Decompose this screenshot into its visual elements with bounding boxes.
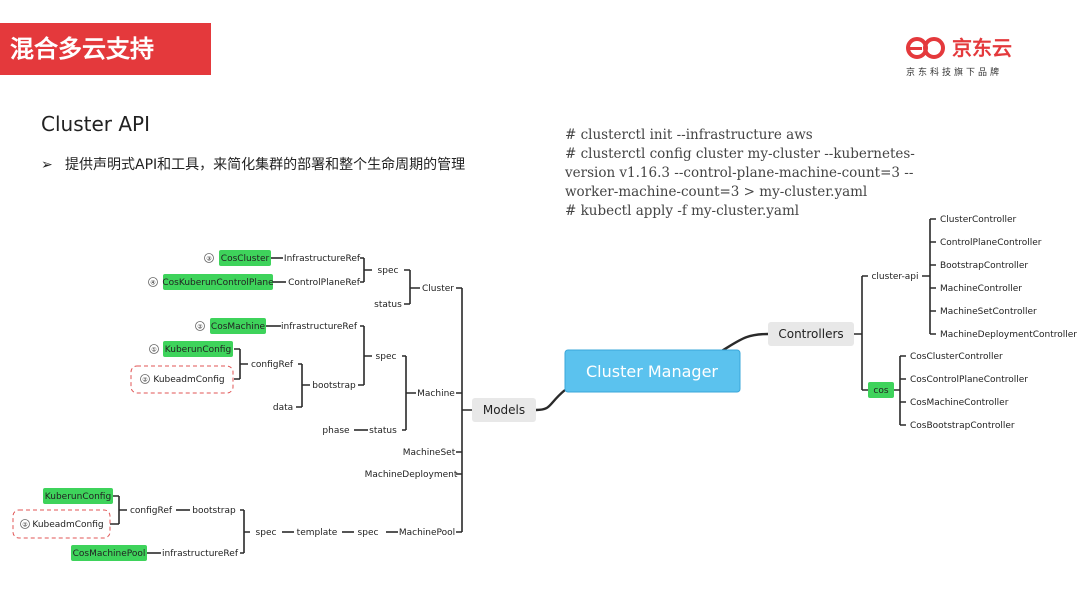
- machinepool-spec-node[interactable]: spec: [358, 528, 379, 538]
- control-plane-ref-node[interactable]: ControlPlaneRef: [288, 278, 361, 288]
- model-labels: Cluster spec status InfrastructureRef Co…: [130, 254, 458, 559]
- mp-kubeadm-config-node[interactable]: KubeadmConfig ②: [12, 509, 111, 539]
- machinepool-node[interactable]: MachinePool: [399, 528, 455, 538]
- machine-phase-node[interactable]: phase: [322, 426, 350, 436]
- cos-kcp-label: CosKuberunControlPlane: [162, 278, 274, 288]
- page-title: 混合多云支持: [0, 23, 211, 75]
- cos-machinepool-label: CosMachinePool: [73, 549, 146, 559]
- controllers-node[interactable]: Controllers: [768, 322, 854, 346]
- cluster-manager-label: Cluster Manager: [586, 362, 718, 381]
- cluster-controller-node[interactable]: ClusterController: [940, 215, 1017, 225]
- section-heading: Cluster API: [41, 112, 150, 136]
- code-line: # clusterctl init --infrastructure aws: [565, 127, 813, 143]
- infrastructure-ref-node[interactable]: InfrastructureRef: [284, 254, 361, 264]
- code-line: version v1.16.3 --control-plane-machine-…: [565, 165, 914, 181]
- kubeadm-config-node[interactable]: KubeadmConfig ②: [130, 365, 234, 394]
- logo-subtitle: 京东科技旗下品牌: [906, 68, 1003, 78]
- cos-machinepool-node[interactable]: CosMachinePool: [71, 545, 147, 561]
- kubeadm-config-label: KubeadmConfig: [153, 375, 224, 385]
- cluster-status-node[interactable]: status: [374, 300, 402, 310]
- machinedeployment-node[interactable]: MachineDeployment: [365, 470, 458, 480]
- code-line: worker-machine-count=3 > my-cluster.yaml: [565, 184, 868, 200]
- priority-badge: ④: [150, 280, 155, 287]
- control-plane-controller-node[interactable]: ControlPlaneController: [940, 238, 1042, 248]
- machinepool-configref-node[interactable]: configRef: [130, 506, 173, 516]
- machine-controller-node[interactable]: MachineController: [940, 284, 1022, 294]
- priority-badge: ②: [142, 377, 148, 384]
- cos-bootstrap-controller-node[interactable]: CosBootstrapController: [910, 421, 1015, 431]
- bullet-text: 提供声明式API和工具，来简化集群的部署和整个生命周期的管理: [65, 157, 466, 173]
- mp-kuberun-config-label: KuberunConfig: [45, 492, 111, 502]
- cos-control-plane-controller-node[interactable]: CosControlPlaneController: [910, 375, 1028, 385]
- mp-kuberun-config-node[interactable]: KuberunConfig: [43, 488, 113, 504]
- bullet-point: ➢ 提供声明式API和工具，来简化集群的部署和整个生命周期的管理: [41, 154, 465, 174]
- machine-node[interactable]: Machine: [417, 389, 455, 399]
- connector-lines: [110, 218, 936, 554]
- machine-data-node[interactable]: data: [273, 403, 293, 413]
- machineset-node[interactable]: MachineSet: [403, 448, 456, 458]
- cos-cluster-controller-node[interactable]: CosClusterController: [910, 352, 1003, 362]
- cos-node[interactable]: cos: [868, 382, 894, 398]
- kuberun-config-node[interactable]: KuberunConfig ①: [149, 341, 234, 357]
- cos-cluster-node[interactable]: CosCluster ③: [204, 250, 272, 266]
- cos-machine-controller-node[interactable]: CosMachineController: [910, 398, 1009, 408]
- cluster-spec-node[interactable]: spec: [378, 266, 399, 276]
- cluster-api-node[interactable]: cluster-api: [871, 272, 918, 282]
- code-block: # clusterctl init --infrastructure aws # …: [565, 126, 915, 221]
- machinepool-spec2-node[interactable]: spec: [256, 528, 277, 538]
- priority-badge: ②: [22, 522, 28, 529]
- machinepool-template-node[interactable]: template: [297, 528, 338, 538]
- logo-brand-text: 京东云: [952, 36, 1012, 60]
- cluster-node[interactable]: Cluster: [422, 284, 454, 294]
- mp-kubeadm-config-label: KubeadmConfig: [32, 520, 103, 530]
- machine-status-node[interactable]: status: [369, 426, 397, 436]
- cos-machine-label: CosMachine: [211, 322, 266, 332]
- machine-configref-node[interactable]: configRef: [251, 360, 294, 370]
- bootstrap-controller-node[interactable]: BootstrapController: [940, 261, 1028, 271]
- priority-badge: ②: [197, 324, 203, 331]
- models-node[interactable]: Models: [472, 398, 536, 422]
- code-line: # clusterctl config cluster my-cluster -…: [565, 146, 915, 162]
- cos-machine-node[interactable]: CosMachine ②: [195, 318, 267, 334]
- priority-badge: ①: [151, 347, 156, 354]
- machinepool-infrastructure-ref-node[interactable]: infrastructureRef: [162, 549, 239, 559]
- controllers-label: Controllers: [778, 327, 843, 341]
- cos-kcp-node[interactable]: CosKuberunControlPlane ④: [148, 274, 275, 290]
- jd-cloud-logo: 京东云 京东科技旗下品牌: [904, 35, 1034, 79]
- bullet-arrow-icon: ➢: [41, 157, 53, 173]
- code-line: # kubectl apply -f my-cluster.yaml: [565, 203, 800, 219]
- machineset-controller-node[interactable]: MachineSetController: [940, 307, 1037, 317]
- kuberun-config-label: KuberunConfig: [165, 345, 231, 355]
- cluster-manager-node[interactable]: Cluster Manager: [564, 349, 741, 393]
- machine-spec-node[interactable]: spec: [376, 352, 397, 362]
- priority-badge: ③: [206, 256, 211, 263]
- cos-label: cos: [873, 386, 888, 396]
- machine-infrastructure-ref-node[interactable]: infrastructureRef: [281, 322, 358, 332]
- machinedeployment-controller-node[interactable]: MachineDeploymentController: [940, 330, 1077, 340]
- machinepool-bootstrap-node[interactable]: bootstrap: [192, 506, 236, 516]
- jd-cloud-logo-icon: [906, 37, 945, 59]
- models-label: Models: [483, 403, 525, 417]
- machine-bootstrap-node[interactable]: bootstrap: [312, 381, 356, 391]
- cos-cluster-label: CosCluster: [221, 254, 270, 264]
